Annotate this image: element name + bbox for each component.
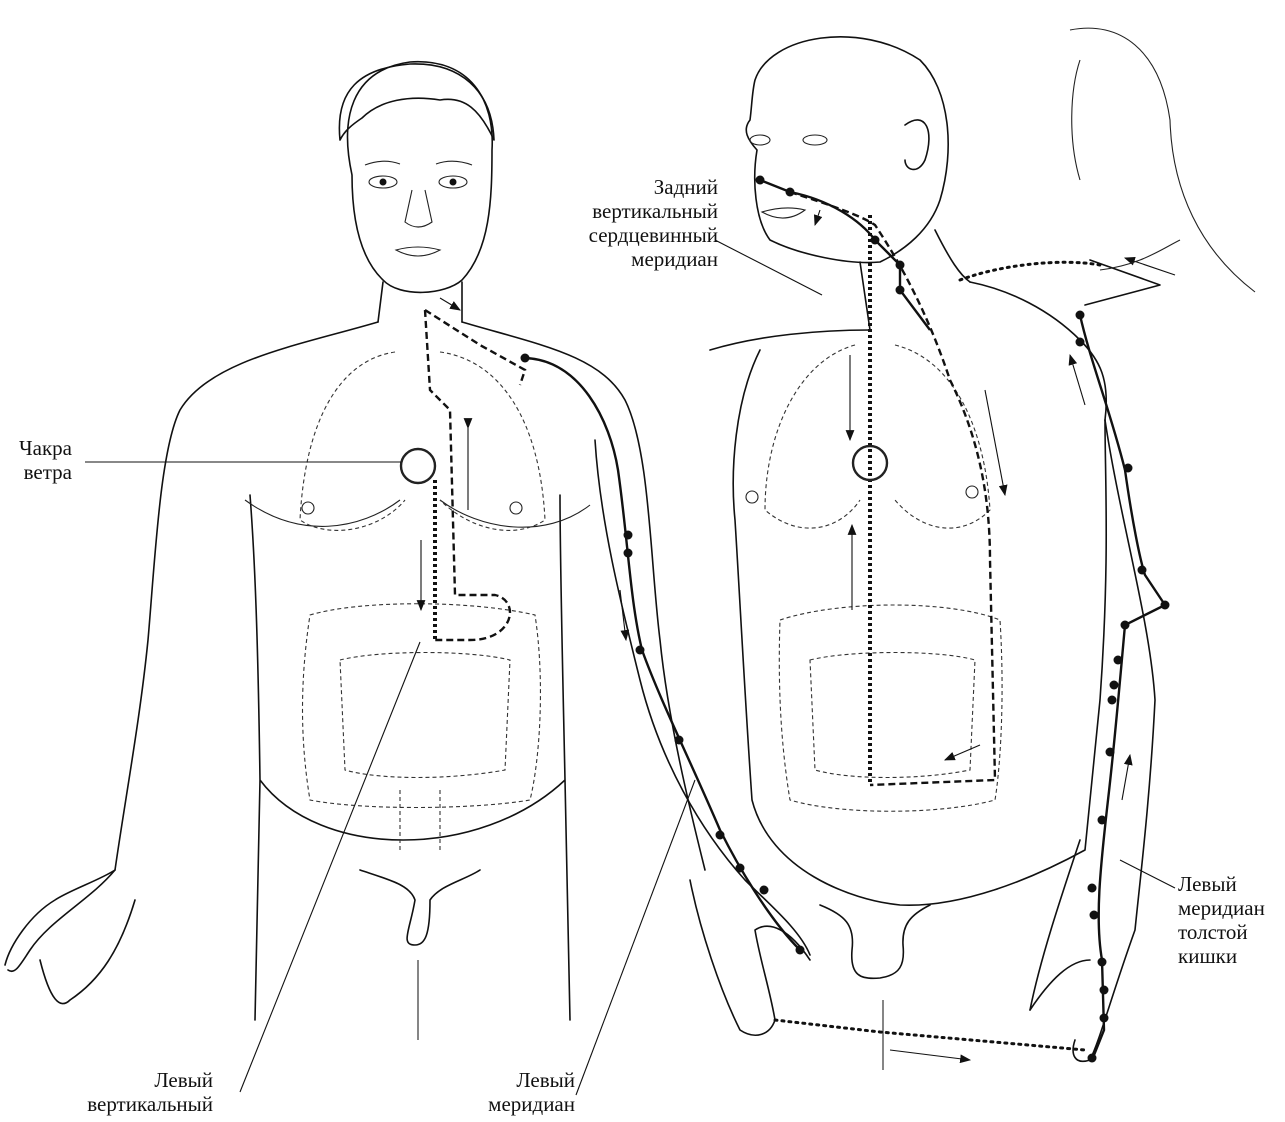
side-face-meridian (759, 178, 931, 331)
front-left-eye (368, 175, 398, 189)
label-left-vertical: Левый вертикальный (48, 1068, 213, 1116)
front-waist (249, 494, 571, 1021)
front-arm-points (520, 353, 805, 955)
side-large-intestine-meridian (1078, 314, 1167, 1061)
front-neck (377, 281, 463, 323)
side-stomach-meridian (789, 190, 997, 787)
front-left-hand (7, 869, 136, 1005)
front-figure (4, 61, 811, 1036)
leader-lines (85, 239, 1176, 1096)
front-right-eye (438, 175, 468, 189)
side-hand (1029, 959, 1091, 1062)
front-lungs (299, 351, 546, 531)
label-line: меридиан (488, 1092, 575, 1116)
label-line: сердцевинный (588, 223, 718, 247)
label-line: вертикальный (592, 199, 718, 223)
label-wind-chakra: Чакра ветра (0, 436, 72, 484)
front-stomach-meridian (423, 309, 512, 642)
label-line: Левый (1178, 872, 1237, 896)
front-torso (4, 321, 706, 966)
label-line: ветра (23, 460, 72, 484)
front-intestines (301, 603, 541, 850)
side-head-outline (745, 36, 949, 264)
label-line: Левый (516, 1068, 575, 1092)
label-line: кишки (1178, 944, 1238, 968)
side-genital (819, 904, 931, 980)
label-line: Чакра (19, 436, 72, 460)
wind-chakra-ring (399, 447, 437, 485)
label-left-large-intestine-meridian: Левый меридиан толстой кишки (1178, 872, 1283, 968)
label-line: меридиан (1178, 896, 1265, 920)
label-line: вертикальный (87, 1092, 213, 1116)
front-right-hand (689, 879, 811, 1036)
label-left-meridian: Левый меридиан (450, 1068, 575, 1116)
front-right-nipple (509, 501, 523, 515)
side-intestines (778, 604, 1003, 812)
side-neck (859, 229, 971, 331)
label-line: Левый (154, 1068, 213, 1092)
side-meridian-points (755, 175, 1170, 1063)
side-figure (709, 36, 1176, 1064)
front-right-arm (594, 439, 811, 956)
side-torso (732, 349, 1108, 906)
front-left-nipple (301, 501, 315, 515)
hand-connection-channel (773, 1018, 1087, 1052)
side-left-arm (1029, 419, 1156, 1061)
label-line: толстой (1178, 920, 1248, 944)
label-line: меридиан (631, 247, 718, 271)
label-posterior-central-meridian: Задний вертикальный сердцевинный меридиа… (558, 175, 718, 271)
front-head-outline (346, 61, 493, 294)
front-genital (359, 869, 481, 946)
side-lungs (764, 344, 991, 529)
side-ear (904, 119, 930, 171)
label-line: Задний (653, 175, 718, 199)
side-shoulder-channel (958, 260, 1102, 282)
front-hair (338, 63, 495, 141)
